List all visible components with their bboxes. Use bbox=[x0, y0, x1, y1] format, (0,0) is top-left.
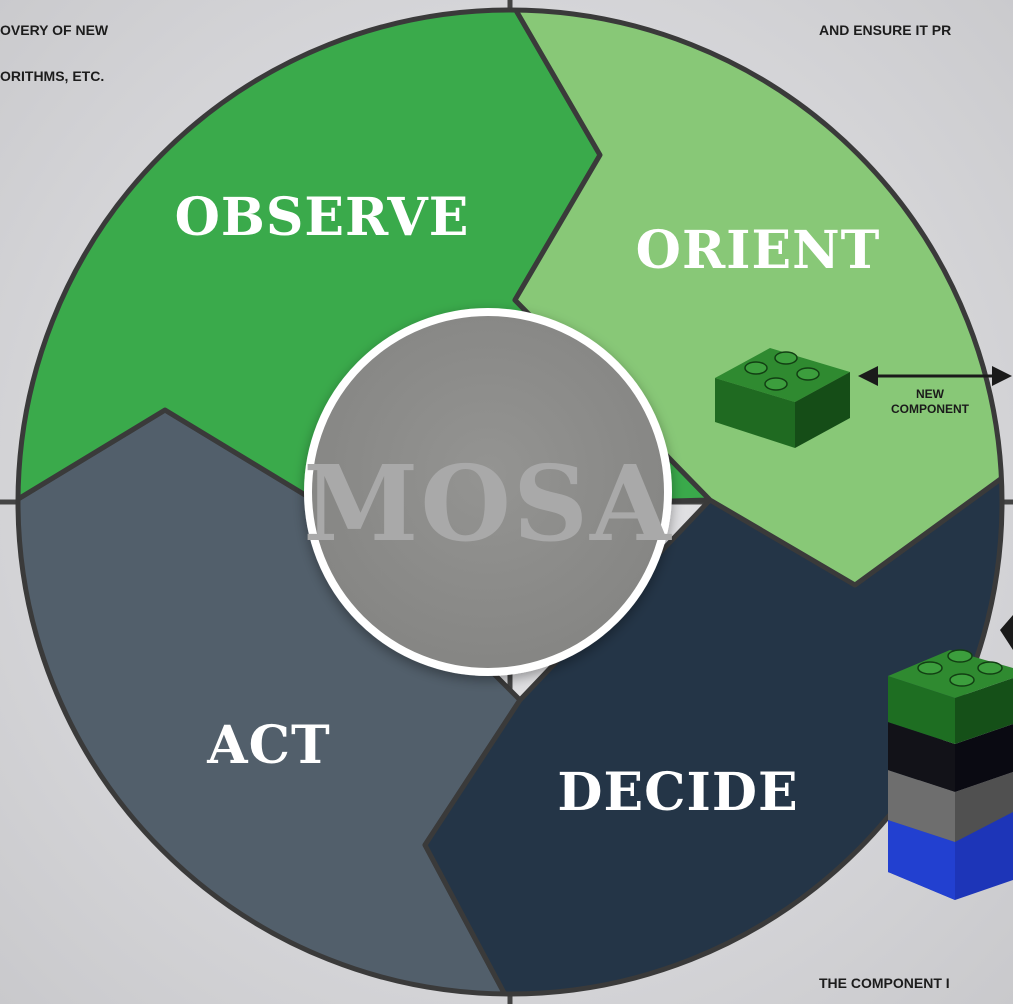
act-label: ACT bbox=[206, 715, 330, 776]
note-bottom-right: THE COMPONENT I bbox=[819, 975, 950, 991]
observe-label: OBSERVE bbox=[175, 187, 470, 248]
lego-brick-icon bbox=[715, 348, 850, 448]
component-label-line1: NEW bbox=[916, 387, 945, 401]
note-top-left-line2: ORITHMS, ETC. bbox=[0, 68, 105, 84]
orient-label: ORIENT bbox=[636, 220, 881, 281]
arrow-head-icon bbox=[1000, 615, 1013, 650]
note-top-left-line1: OVERY OF NEW bbox=[0, 22, 109, 38]
component-label-line2: COMPONENT bbox=[891, 402, 970, 416]
outer-ring bbox=[15, 7, 1005, 997]
note-top-right: AND ENSURE IT PR bbox=[819, 22, 952, 38]
double-arrow-icon bbox=[858, 366, 1012, 386]
decide-label: DECIDE bbox=[557, 762, 798, 823]
hub-circle bbox=[304, 308, 672, 676]
hub-label: MOSA bbox=[303, 442, 673, 565]
lego-stack-icon bbox=[888, 649, 1013, 900]
